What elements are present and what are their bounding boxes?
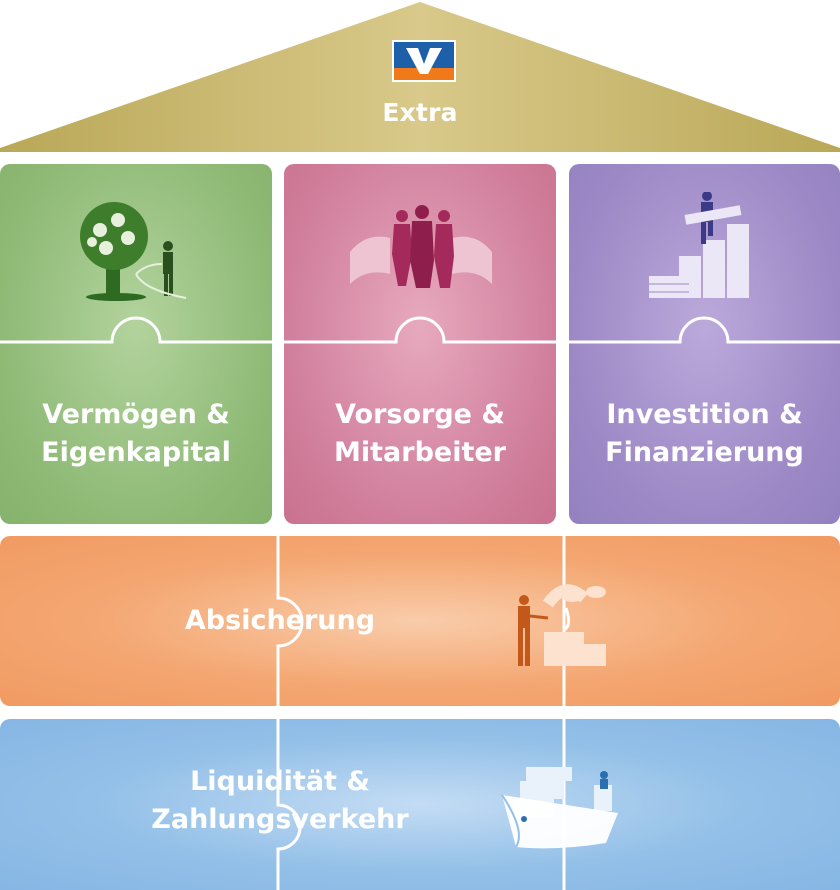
- band-title-line1: Liquidität &: [190, 766, 370, 797]
- pillar-vermoegen[interactable]: Vermögen & Eigenkapital: [0, 164, 272, 524]
- puzzle-seam: [0, 316, 272, 344]
- stacks-climber-icon: [645, 191, 765, 302]
- band-title-line2: Zahlungsverkehr: [151, 804, 409, 835]
- money-tree-icon: [76, 202, 206, 302]
- puzzle-seam: [284, 316, 556, 344]
- volksbank-logo: [392, 40, 456, 82]
- puzzle-seam: [569, 316, 840, 344]
- ship-cargo-icon: [496, 755, 626, 855]
- roof-label: Extra: [382, 98, 458, 127]
- band-title-line1: Absicherung: [184, 605, 376, 636]
- band-absicherung[interactable]: Absicherung: [0, 536, 840, 706]
- pillar-title-line2: Eigenkapital: [41, 437, 231, 468]
- puzzle-seam: [276, 536, 566, 706]
- puzzle-seam: [276, 719, 566, 890]
- team-money-icon: [346, 204, 496, 294]
- pillar-title-line1: Investition &: [606, 399, 803, 430]
- pillar-vorsorge[interactable]: Vorsorge & Mitarbeiter: [284, 164, 556, 524]
- pillar-title-line1: Vorsorge &: [335, 399, 505, 430]
- band-liquiditaet[interactable]: Liquidität & Zahlungsverkehr: [0, 719, 840, 890]
- pillar-investition[interactable]: Investition & Finanzierung: [569, 164, 840, 524]
- pillar-title-line2: Finanzierung: [605, 437, 804, 468]
- pillar-title-line2: Mitarbeiter: [334, 437, 506, 468]
- pillar-title-line1: Vermögen &: [42, 399, 230, 430]
- insurance-desk-icon: [514, 578, 614, 674]
